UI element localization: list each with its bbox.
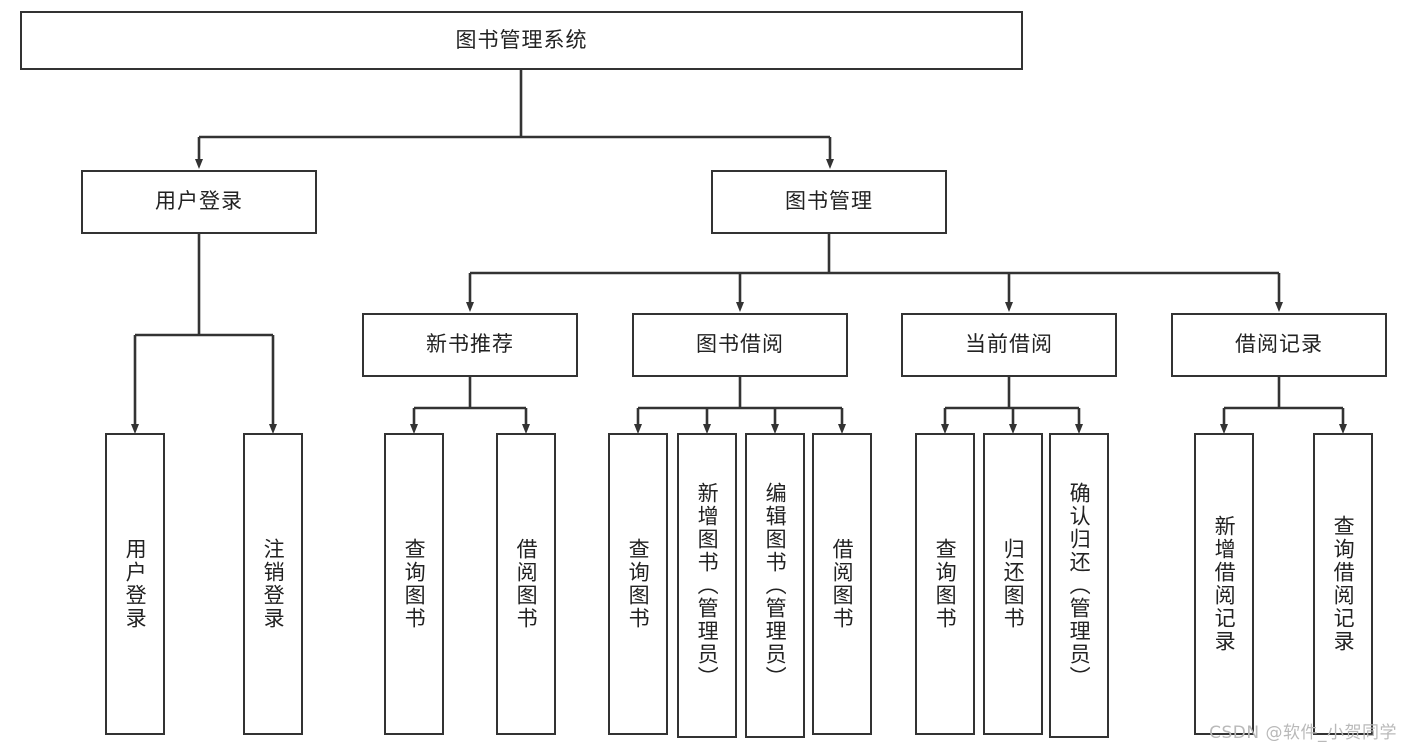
node-new-book-recommend[interactable]: 新书推荐 [362,313,578,377]
leaf-borrow-edit-book-admin[interactable]: 编辑图书（管理员） [745,433,805,738]
leaf-label: 查询图书 [402,538,427,630]
csdn-watermark: CSDN @软件_小贺同学 [1209,723,1397,743]
leaf-current-confirm-return-admin[interactable]: 确认归还（管理员） [1049,433,1109,738]
leaf-label: 编辑图书（管理员） [763,482,788,689]
node-current-borrow[interactable]: 当前借阅 [901,313,1117,377]
leaf-label: 用户登录 [123,538,148,630]
node-user-login[interactable]: 用户登录 [81,170,317,234]
node-book-management[interactable]: 图书管理 [711,170,947,234]
leaf-label: 查询图书 [626,538,651,630]
leaf-label: 新增借阅记录 [1212,515,1237,653]
leaf-record-add-record[interactable]: 新增借阅记录 [1194,433,1254,735]
leaf-label: 借阅图书 [514,538,539,630]
leaf-record-query-record[interactable]: 查询借阅记录 [1313,433,1373,735]
leaf-label: 查询图书 [933,538,958,630]
leaf-user-login-logout[interactable]: 注销登录 [243,433,303,735]
node-book-borrow[interactable]: 图书借阅 [632,313,848,377]
leaf-label: 查询借阅记录 [1331,515,1356,653]
node-root-system[interactable]: 图书管理系统 [20,11,1023,70]
leaf-label: 注销登录 [261,538,286,630]
leaf-label: 新增图书（管理员） [695,482,720,689]
node-borrow-record[interactable]: 借阅记录 [1171,313,1387,377]
leaf-label: 归还图书 [1001,538,1026,630]
leaf-borrow-borrow-book[interactable]: 借阅图书 [812,433,872,735]
leaf-label: 借阅图书 [830,538,855,630]
leaf-current-query-book[interactable]: 查询图书 [915,433,975,735]
leaf-current-return-book[interactable]: 归还图书 [983,433,1043,735]
leaf-label: 确认归还（管理员） [1067,482,1092,689]
leaf-recommend-query-book[interactable]: 查询图书 [384,433,444,735]
leaf-recommend-borrow-book[interactable]: 借阅图书 [496,433,556,735]
leaf-borrow-add-book-admin[interactable]: 新增图书（管理员） [677,433,737,738]
leaf-borrow-query-book[interactable]: 查询图书 [608,433,668,735]
leaf-user-login-login[interactable]: 用户登录 [105,433,165,735]
